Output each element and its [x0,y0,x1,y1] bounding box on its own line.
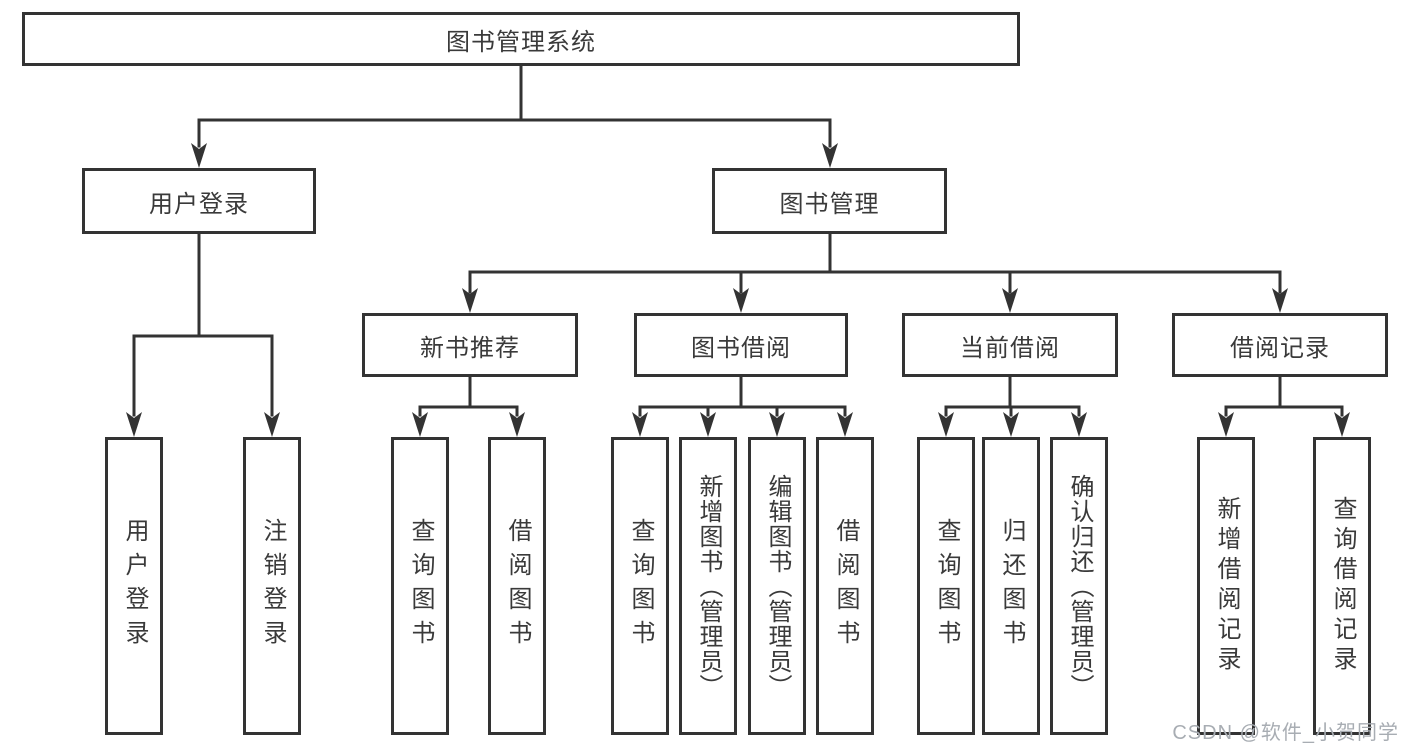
leaf-label: 查询图书 [627,518,654,654]
leaf-query-books-borrow: 查询图书 [611,437,669,735]
node-new-book-recommend: 新书推荐 [362,313,578,377]
leaf-query-books-recommend: 查询图书 [391,437,449,735]
leaf-return-books: 归还图书 [982,437,1040,735]
csdn-watermark: CSDN @软件_小贺同学 [1172,722,1399,744]
leaf-borrow-books: 借阅图书 [816,437,874,735]
leaf-edit-books-admin: 编辑图书（管理员） [748,437,806,735]
node-label: 用户登录 [149,190,249,218]
leaf-label: 查询图书 [407,518,434,654]
node-label: 新书推荐 [420,334,520,362]
leaf-label: 注销登录 [259,518,286,654]
node-book-management: 图书管理 [712,168,947,234]
node-borrow-records: 借阅记录 [1172,313,1388,377]
leaf-label: 借阅图书 [504,518,531,654]
leaf-label: 新增图书（管理员） [695,473,722,699]
node-user-login: 用户登录 [82,168,316,234]
leaf-label: 查询图书 [933,518,960,654]
leaf-label: 确认归还（管理员） [1066,473,1093,699]
node-label: 图书借阅 [691,334,791,362]
leaf-logout: 注销登录 [243,437,301,735]
leaf-label: 查询借阅记录 [1329,496,1356,676]
leaf-query-books-current: 查询图书 [917,437,975,735]
leaf-label: 编辑图书（管理员） [764,473,791,699]
node-book-borrow: 图书借阅 [634,313,848,377]
node-current-borrow: 当前借阅 [902,313,1118,377]
leaf-label: 归还图书 [998,518,1025,654]
leaf-add-borrow-record: 新增借阅记录 [1197,437,1255,735]
leaf-add-books-admin: 新增图书（管理员） [679,437,737,735]
leaf-user-login: 用户登录 [105,437,163,735]
leaf-label: 用户登录 [121,518,148,654]
node-label: 图书管理 [779,190,880,218]
node-label: 借阅记录 [1230,334,1330,362]
node-label: 图书管理系统 [446,28,596,56]
leaf-label: 新增借阅记录 [1213,496,1240,676]
node-library-management-system: 图书管理系统 [22,12,1020,66]
leaf-borrow-books-recommend: 借阅图书 [488,437,546,735]
leaf-confirm-return-admin: 确认归还（管理员） [1050,437,1108,735]
node-label: 当前借阅 [960,334,1060,362]
leaf-label: 借阅图书 [832,518,859,654]
leaf-query-borrow-record: 查询借阅记录 [1313,437,1371,735]
